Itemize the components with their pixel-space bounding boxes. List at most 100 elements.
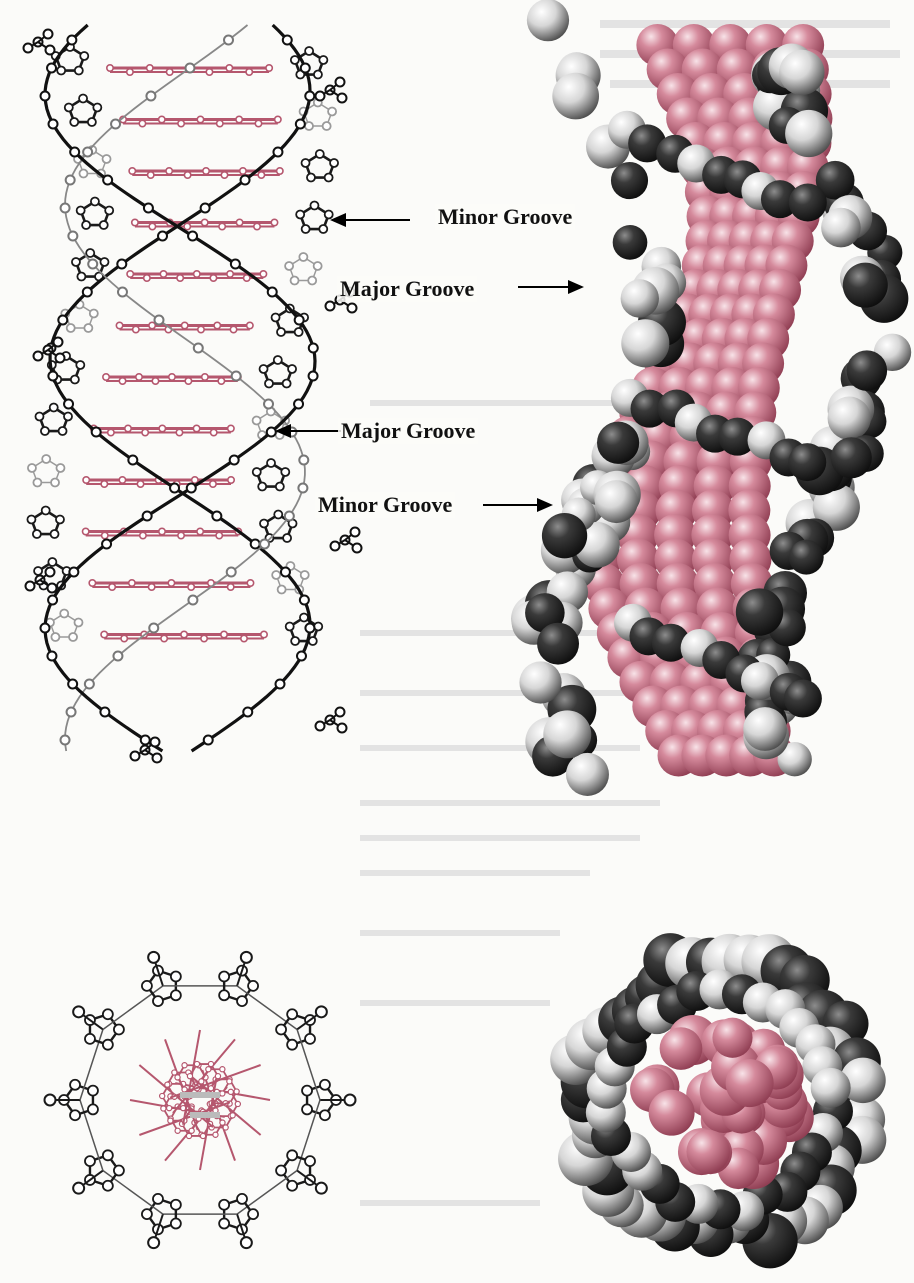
- atom: [148, 1237, 159, 1248]
- backbone-atom: [70, 148, 79, 157]
- backbone-atom: [201, 204, 210, 213]
- backbone-atom: [288, 365, 296, 373]
- backbone-atom: [188, 596, 197, 605]
- base-atom: [89, 580, 95, 586]
- backbone-atom: [111, 120, 120, 129]
- base-atom: [181, 322, 187, 328]
- base-atom: [149, 223, 155, 229]
- backbone-atom: [784, 680, 822, 718]
- backbone-atom: [102, 540, 111, 549]
- backbone-atom: [316, 150, 324, 158]
- backbone-atom: [301, 571, 309, 579]
- backbone-atom: [621, 319, 669, 367]
- atom: [320, 1110, 330, 1120]
- base-atom: [139, 120, 145, 126]
- backbone-atom: [100, 221, 108, 229]
- backbone-atom: [278, 586, 286, 594]
- atom: [302, 1104, 312, 1114]
- phosphate-group: [316, 78, 347, 103]
- backbone-atom: [100, 258, 108, 266]
- backbone-atom: [77, 273, 85, 281]
- base-atom: [228, 477, 234, 483]
- atom: [142, 1209, 152, 1219]
- base-atom: [136, 374, 142, 380]
- base-atom: [127, 69, 133, 75]
- backbone-atom: [291, 56, 299, 64]
- atom: [276, 1024, 286, 1034]
- backbone-atom: [144, 204, 153, 213]
- base-atom: [198, 326, 204, 332]
- backbone-atom: [68, 680, 77, 689]
- backbone-atom: [821, 208, 861, 248]
- base-pair: [103, 374, 241, 384]
- backbone-atom: [51, 530, 59, 538]
- atom: [237, 1194, 247, 1204]
- base-atom: [137, 481, 143, 487]
- base-atom: [172, 1070, 177, 1075]
- base-atom: [197, 528, 203, 534]
- base-atom: [152, 378, 158, 384]
- backbone-atom: [91, 198, 99, 206]
- backbone-atom: [154, 316, 163, 325]
- right-arrow-icon: [483, 494, 553, 516]
- backbone-atom: [843, 263, 888, 308]
- backbone-atom: [294, 400, 303, 409]
- base-atom: [266, 65, 272, 71]
- backbone-atom: [204, 736, 213, 745]
- atom: [142, 981, 152, 991]
- backbone-atom: [57, 67, 65, 75]
- backbone-atom: [283, 36, 292, 45]
- backbone-atom: [325, 174, 333, 182]
- atom: [103, 1150, 113, 1160]
- base-atom: [201, 219, 207, 225]
- backbone-atom: [264, 400, 273, 409]
- base-atom: [160, 1093, 165, 1098]
- atom: [302, 1086, 312, 1096]
- base-atom: [186, 1133, 191, 1138]
- atom: [73, 1006, 84, 1017]
- base-atom: [193, 425, 199, 431]
- atom: [131, 752, 140, 761]
- backbone-atom: [314, 622, 322, 630]
- base-atom: [228, 425, 234, 431]
- backbone-atom: [41, 624, 50, 633]
- base-atom: [206, 1067, 211, 1072]
- backbone-atom: [47, 64, 56, 73]
- backbone-atom: [42, 507, 50, 515]
- phosphate-group: [331, 528, 362, 553]
- backbone-atom: [286, 622, 294, 630]
- base-atom: [230, 326, 236, 332]
- base-atom: [182, 1063, 187, 1068]
- phosphate-group: [316, 708, 347, 733]
- backbone-atom: [88, 118, 96, 126]
- base-atom: [101, 631, 107, 637]
- base-atom: [140, 532, 146, 538]
- atom: [171, 1219, 181, 1229]
- atom: [336, 708, 345, 717]
- backbone-atom: [260, 365, 268, 373]
- base-atom: [246, 69, 252, 75]
- base-atom: [102, 532, 108, 538]
- backbone-atom: [60, 610, 68, 618]
- backbone-atom: [48, 558, 56, 566]
- backbone-atom: [276, 483, 284, 491]
- base-atom: [219, 223, 225, 229]
- base-atom: [236, 116, 242, 122]
- atom: [248, 981, 258, 991]
- backbone-atom: [68, 232, 77, 241]
- backbone-atom: [170, 484, 179, 493]
- backbone-atom: [188, 232, 197, 241]
- base-atom: [175, 1128, 180, 1133]
- atom: [54, 338, 63, 347]
- backbone-atom: [743, 707, 787, 751]
- base-atom: [275, 116, 281, 122]
- backbone-atom: [92, 428, 101, 437]
- bond: [103, 1171, 163, 1215]
- base-atom: [220, 1120, 225, 1125]
- backbone-atom: [34, 567, 42, 575]
- base-atom: [236, 219, 242, 225]
- base-atom: [254, 223, 260, 229]
- atom: [248, 1209, 258, 1219]
- base-atom: [234, 1089, 239, 1094]
- backbone-atom: [146, 92, 155, 101]
